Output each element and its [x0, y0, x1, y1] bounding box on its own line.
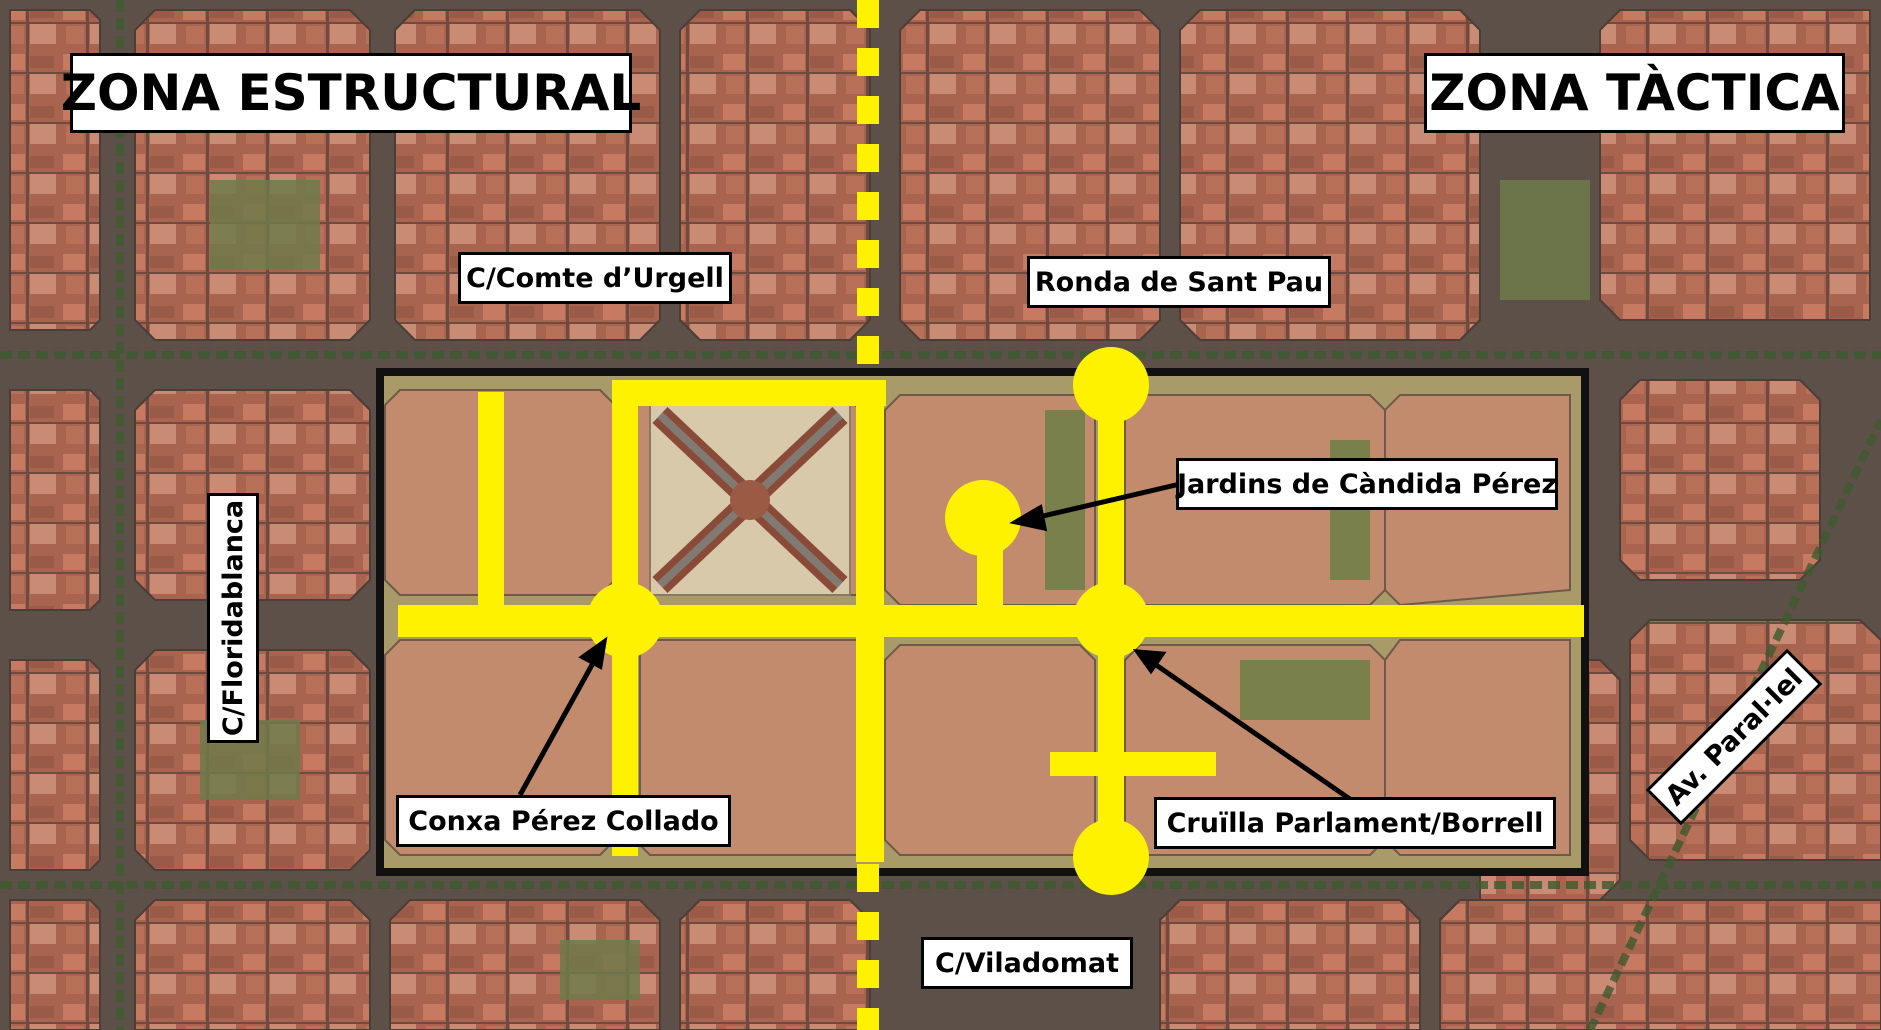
arrow-cruilla: [1144, 655, 1362, 809]
market-building: [649, 404, 851, 596]
axis-vertical-1: [478, 392, 504, 606]
place-label-cruilla: Cruïlla Parlament/Borrell: [1154, 797, 1556, 849]
yellow-nodes: [587, 347, 1149, 895]
axis-horizontal: [398, 605, 1584, 637]
arrow-conxa: [517, 652, 601, 797]
intervention-frame: [376, 368, 1589, 876]
node-bottom: [1073, 819, 1149, 895]
arrow-jardins: [1025, 481, 1181, 523]
axis-top-connector: [612, 380, 886, 406]
street-label-comte-urgell: C/Comte d’Urgell: [458, 252, 732, 304]
zone-tactical-label: ZONA TÀCTICA: [1424, 53, 1845, 133]
axis-vertical-3: [856, 392, 884, 862]
street-label-floridablanca: C/Floridablanca: [207, 493, 259, 743]
axis-lower-crossbar: [1050, 752, 1216, 776]
node-top: [1073, 347, 1149, 423]
node-jardins: [945, 480, 1021, 556]
street-label-ronda-sant-pau: Ronda de Sant Pau: [1027, 256, 1331, 308]
node-cruilla: [1073, 582, 1149, 658]
zone-structural-label: ZONA ESTRUCTURAL: [61, 53, 641, 133]
place-label-conxa: Conxa Pérez Collado: [396, 795, 731, 847]
place-label-jardins: Jardins de Càndida Pérez: [1176, 458, 1558, 510]
street-label-viladomat: C/Viladomat: [921, 937, 1133, 989]
callout-arrows: [517, 481, 1362, 809]
